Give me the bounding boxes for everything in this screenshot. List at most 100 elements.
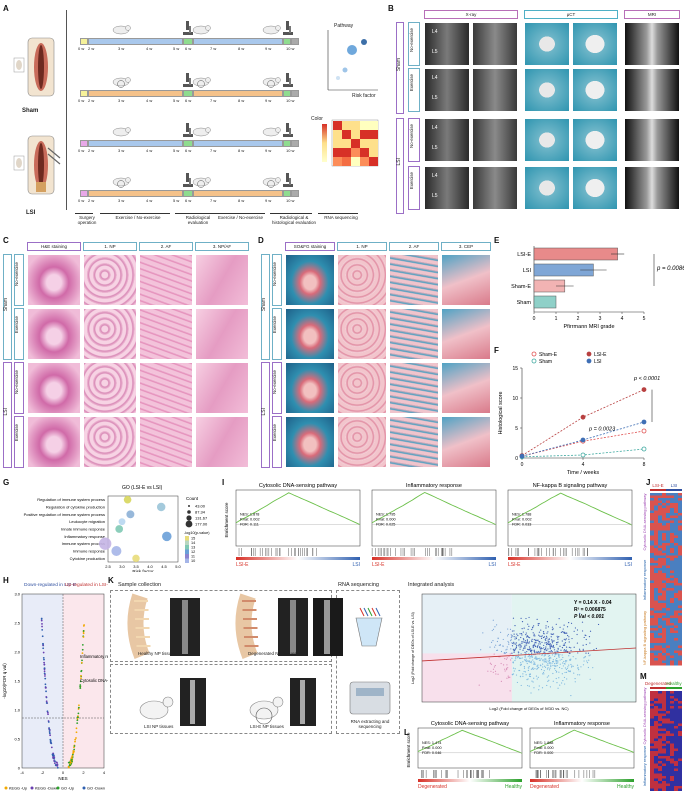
scatter-point <box>496 649 498 652</box>
heatmap-cell <box>650 493 654 496</box>
scatter-point <box>527 636 530 638</box>
heatmap-cell <box>674 605 678 608</box>
c-row-label-3: Exercise <box>14 424 19 442</box>
heatmap-cell <box>658 728 662 731</box>
scatter-point <box>539 643 541 645</box>
color-legend-swatch <box>185 540 189 545</box>
heatmap-cell <box>678 633 682 636</box>
heatmap-cell <box>674 600 678 603</box>
category-label: Cytokine production <box>70 556 105 561</box>
gsea-stat: P.val: 0.000 <box>534 746 554 750</box>
scatter-point <box>551 640 553 642</box>
heatmap-cell <box>678 553 682 556</box>
scatter-point <box>492 628 495 630</box>
scatter-point <box>520 657 522 660</box>
heatmap-cell <box>670 625 674 628</box>
heatmap-cell <box>670 493 674 496</box>
heatmap-cell <box>650 743 654 746</box>
heatmap-cell <box>654 781 658 784</box>
microscope-icon <box>183 21 193 35</box>
heatmap-cell <box>678 615 682 618</box>
scatter-point <box>519 675 522 677</box>
scatter-point <box>504 652 507 654</box>
volcano-point <box>47 721 50 723</box>
heatmap-cell <box>678 738 682 741</box>
scatter-point <box>533 639 535 641</box>
y-tick-label: 0.5 <box>14 737 20 742</box>
week-tick-2-9: 10 w <box>286 148 295 153</box>
heatmap-cell <box>666 625 670 628</box>
group-label-lsi: LSI <box>396 158 402 166</box>
scatter-point <box>568 655 570 657</box>
heatmap-cell <box>650 525 654 528</box>
heatmap-cell <box>670 721 674 724</box>
heatmap-cell <box>674 766 678 769</box>
scatter-point <box>548 679 550 681</box>
heatmap-cell <box>654 503 658 506</box>
heatmap-cell <box>658 508 662 511</box>
color-legend-swatch <box>185 549 189 554</box>
volcano-point <box>74 740 76 743</box>
scatter-point <box>493 653 495 655</box>
heatmap-cell <box>666 505 670 508</box>
heatmap-cell <box>666 663 670 666</box>
scatter-point <box>540 668 543 671</box>
timeline-end-1 <box>283 90 291 97</box>
timeline-start-0 <box>80 38 88 45</box>
scatter-point <box>540 635 542 638</box>
scatter-point <box>527 678 529 680</box>
size-legend-title: Count <box>186 496 199 501</box>
scatter-point <box>550 664 552 666</box>
heatmap-cell <box>678 693 682 696</box>
heatmap-cell <box>658 663 662 666</box>
heatmap-cell <box>674 598 678 601</box>
scatter-point <box>519 643 521 645</box>
d-row-bracket-3 <box>272 416 282 468</box>
scatter-point <box>519 648 521 650</box>
heatmap-cell <box>662 603 666 606</box>
heatmap-cell <box>670 758 674 761</box>
heatmap-cell <box>666 493 670 496</box>
heatmap-cell <box>662 650 666 653</box>
scatter-point <box>544 658 546 660</box>
heatmap-cell <box>658 648 662 651</box>
scatter-point <box>564 644 566 646</box>
heatmap-cell <box>658 553 662 556</box>
heatmap-cell <box>662 731 666 734</box>
scatter-point <box>537 658 539 660</box>
heatmap-cell <box>650 533 654 536</box>
volcano-point <box>43 672 46 675</box>
heatmap-cell <box>650 753 654 756</box>
group-label-sham: Sham <box>22 108 39 114</box>
heatmap-cell <box>670 560 674 563</box>
heatmap-cell <box>650 550 654 553</box>
scatter-point <box>487 670 489 672</box>
category-label: Immune system process <box>62 541 105 546</box>
scatter-point <box>558 656 560 658</box>
heatmap-row-label: NF-kappa B signaling pathway <box>642 611 647 665</box>
scatter-point <box>565 649 568 651</box>
scatter-point <box>533 663 535 665</box>
scatter-point <box>537 623 539 625</box>
scatter-point <box>495 624 498 626</box>
scatter-point <box>578 648 581 650</box>
heatmap-cell <box>674 493 678 496</box>
x-tick-label: 0 <box>62 770 65 775</box>
scatter-point <box>520 652 522 655</box>
heatmap-cell <box>658 773 662 776</box>
scatter-point <box>547 675 550 677</box>
heatmap-cell <box>662 505 666 508</box>
heatmap-cell <box>674 660 678 663</box>
heatmap-cell <box>674 603 678 606</box>
scatter-point <box>541 647 543 650</box>
heatmap-cell <box>666 638 670 641</box>
heatmap-cell <box>650 723 654 726</box>
heatmap-cell <box>666 733 670 736</box>
heatmap-cell <box>658 743 662 746</box>
heatmap-cell <box>666 565 670 568</box>
row-bracket-0 <box>408 22 420 66</box>
scatter-point <box>571 665 573 667</box>
d-row-bracket-1 <box>272 308 282 360</box>
d-row-label-1: Exercise <box>272 316 277 334</box>
